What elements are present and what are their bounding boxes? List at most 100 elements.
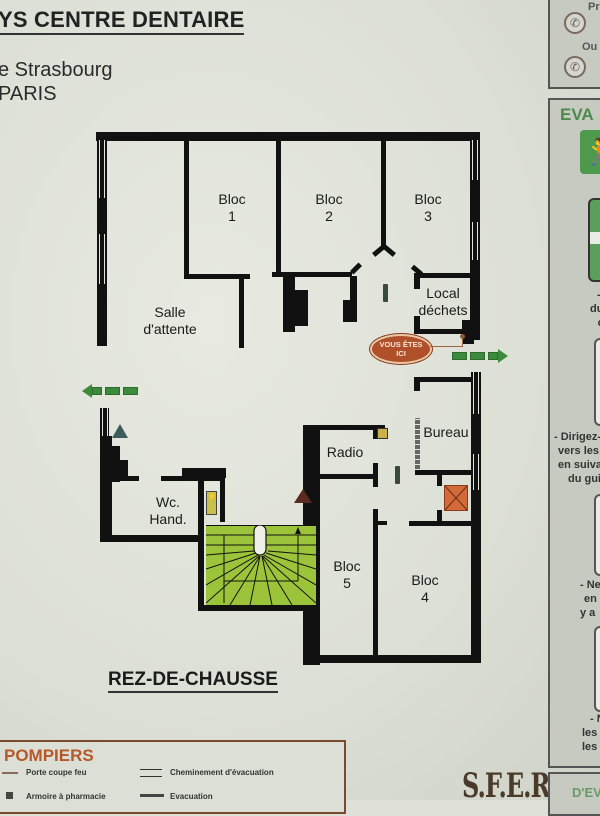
- right-panel-bottom-box: D'EV: [548, 772, 600, 816]
- wall: [283, 276, 295, 332]
- evac-instruction-1: - D du s ou: [590, 289, 600, 329]
- walking-person-icon-box: 𐀪: [594, 338, 600, 426]
- wall: [220, 478, 225, 522]
- wall: [198, 478, 204, 610]
- wall: [303, 425, 385, 430]
- wall: [373, 463, 378, 487]
- first-aid-icon: [377, 428, 388, 439]
- wall: [409, 521, 473, 526]
- wall: [349, 262, 363, 275]
- arrow-left-icon: [82, 384, 92, 398]
- wall: [318, 474, 378, 479]
- wall: [437, 510, 442, 524]
- you-are-here-leader: [462, 338, 463, 347]
- sfer-logo: S.F.E.R.: [462, 765, 558, 806]
- clinic-city: PARIS: [0, 83, 57, 105]
- call-box-line2: Ou a: [582, 41, 600, 53]
- wall: [184, 140, 189, 277]
- window: [100, 408, 109, 438]
- wall: [198, 605, 318, 611]
- wall: [437, 474, 442, 486]
- phone-icon: ✆: [564, 12, 586, 34]
- right-panel-evacuation: EVA 🏃 - D du s ou 𐀪 - Dirigez- vers les …: [548, 98, 600, 768]
- door-icon-box: [588, 198, 600, 282]
- wall: [415, 470, 473, 475]
- direction-marker-icon: [395, 466, 400, 484]
- wall: [414, 329, 474, 334]
- evacuation-arrow-right: [452, 349, 508, 363]
- wall: [97, 198, 107, 236]
- evac-path-icon: [140, 769, 162, 777]
- wall: [110, 446, 120, 482]
- phone-icon: ✆: [564, 56, 586, 78]
- wall: [110, 476, 139, 481]
- legend-box: POMPIERS Porte coupe feu Cheminement d'é…: [0, 740, 346, 814]
- room-radio: Radio: [326, 444, 364, 460]
- wall: [350, 276, 357, 322]
- arrow-dash: [470, 352, 485, 360]
- evacuation-arrow-left: [82, 384, 138, 398]
- staircase: [205, 524, 317, 606]
- door-bar: [590, 232, 600, 244]
- room-wc-hand: Wc.Hand.: [149, 494, 187, 527]
- arrow-dash: [452, 352, 467, 360]
- arrow-dash: [488, 352, 498, 360]
- window: [97, 234, 107, 286]
- wall: [373, 509, 378, 659]
- you-are-here-leader: [430, 346, 463, 347]
- wall: [470, 180, 480, 224]
- right-panel-call-box: Pr ✆ Ou a ✆: [548, 0, 600, 89]
- no-return-icon-box: [594, 626, 600, 712]
- wall: [471, 414, 481, 456]
- arrow-dash: [92, 387, 102, 395]
- wall: [381, 140, 386, 246]
- window: [97, 140, 107, 200]
- wall: [373, 425, 378, 439]
- wall: [470, 260, 480, 340]
- wall: [414, 316, 420, 334]
- alarm-triangle-icon: [294, 489, 312, 503]
- wall: [295, 290, 308, 326]
- wall: [272, 272, 352, 277]
- you-are-here-dot: [460, 334, 465, 339]
- clinic-title: YS CENTRE DENTAIRE: [0, 8, 245, 35]
- room-bureau: Bureau: [423, 424, 469, 440]
- wall: [316, 520, 320, 610]
- wall: [414, 273, 420, 289]
- wall: [276, 140, 281, 275]
- electrical-panel-icon: ⚡: [206, 491, 217, 515]
- direction-marker-icon: [383, 284, 388, 302]
- wall: [161, 476, 225, 481]
- you-are-here-marker: VOUS ÊTES ICI: [370, 334, 432, 364]
- legend-item-evacuation: Evacuation: [170, 792, 213, 801]
- wall: [382, 244, 396, 257]
- call-box-line1: Pr: [588, 1, 600, 13]
- evacuation-icon: [140, 794, 164, 797]
- fire-extinguisher-icon: [112, 424, 128, 438]
- wall: [184, 274, 250, 279]
- wall: [462, 320, 474, 344]
- legend-item-evac-path: Cheminement d'évacuation: [170, 768, 274, 777]
- clinic-address: e Strasbourg: [0, 59, 113, 81]
- wall: [418, 273, 473, 278]
- wall: [309, 655, 481, 663]
- wall: [96, 132, 480, 141]
- wall: [373, 521, 387, 525]
- evac-instruction-4: - N les a les r: [582, 713, 600, 753]
- legend-item-pharmacy: Armoire à pharmacie: [26, 792, 106, 801]
- glass-partition: [415, 418, 420, 472]
- window: [470, 140, 480, 182]
- wall: [414, 377, 420, 391]
- no-elevator-icon-box: [594, 494, 600, 576]
- exit-sign-icon: 🏃: [580, 130, 600, 174]
- wall: [239, 278, 244, 348]
- wall: [100, 535, 204, 542]
- legend-item-fire-door: Porte coupe feu: [26, 768, 87, 777]
